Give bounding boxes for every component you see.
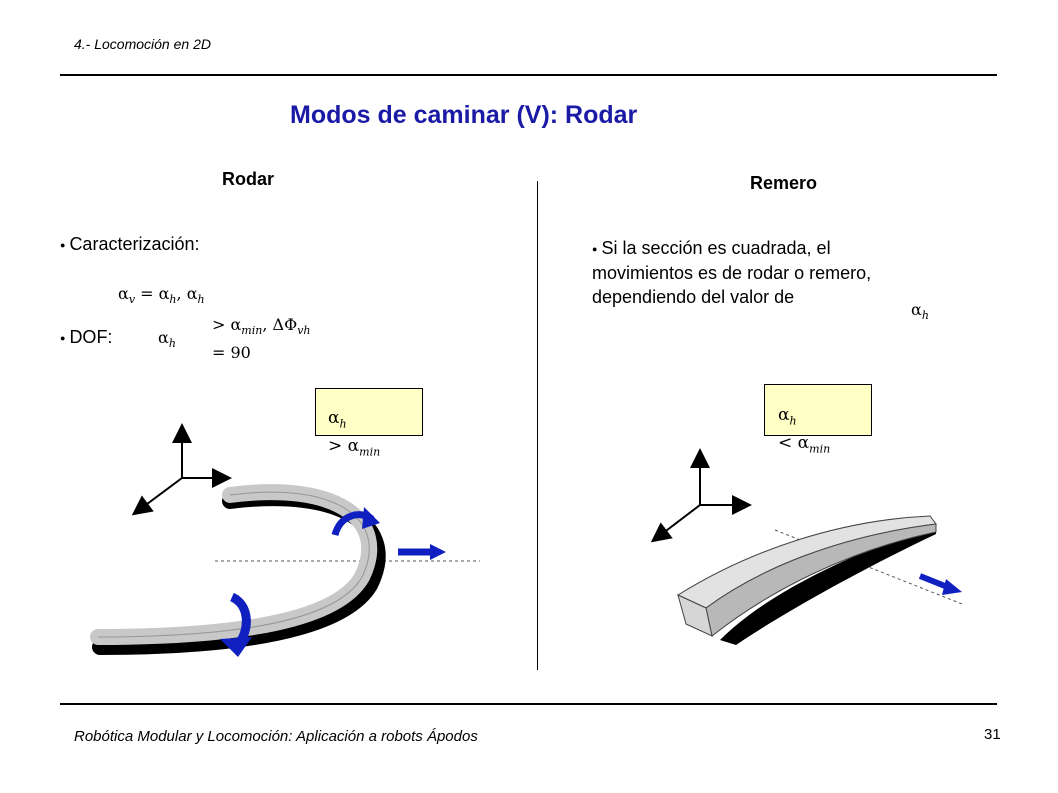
header-rule (60, 74, 997, 76)
forward-arrow (918, 573, 962, 595)
remero-text-line-1: ●Si la sección es cuadrada, el (592, 238, 831, 258)
bullet-dot: ● (60, 333, 66, 344)
section-label: 4.- Locomoción en 2D (74, 36, 211, 52)
column-divider (537, 181, 538, 670)
condition-box-right (764, 384, 872, 436)
equation-line-3: = 90 (212, 343, 251, 363)
coordinate-axes (650, 448, 752, 543)
coordinate-axes (131, 423, 232, 516)
bullet-dof: ●DOF: (60, 325, 112, 350)
bullet-dot: ● (60, 240, 66, 251)
rodar-heading: Rodar (222, 169, 275, 189)
page-title: Modos de caminar (V): Rodar (290, 101, 638, 129)
footer-rule (60, 703, 997, 705)
bullet-dot: ● (592, 244, 598, 255)
dof-alpha: αh (158, 328, 176, 351)
bullet-caracterizacion: ●Caracterización: (60, 232, 200, 257)
equation-line-2: > αmin, ΔΦvh (212, 315, 311, 338)
rowing-illustration (650, 448, 963, 645)
remero-alpha: αh (911, 300, 929, 323)
footer-text: Robótica Modular y Locomoción: Aplicació… (74, 728, 478, 745)
remero-heading: Remero (750, 173, 818, 193)
page-number: 31 (984, 726, 1001, 743)
forward-arrow (398, 544, 446, 560)
dof-label: DOF: (69, 327, 113, 347)
equation-block: αv = αh, αh > αmin, ΔΦvh = 90 (118, 283, 368, 364)
condition-left: αh > αmin (328, 408, 381, 459)
equation-line-1: αv = αh, αh (118, 284, 205, 307)
rolling-illustration (90, 423, 480, 657)
remero-text-line-3: dependiendo del valor de (592, 287, 795, 308)
segment-shadow (720, 526, 936, 645)
condition-box-left (315, 388, 423, 436)
remero-text-line-2: movimientos es de rodar o remero, (592, 263, 872, 284)
condition-right: αh < αmin (778, 405, 831, 456)
caracterizacion-label: Caracterización: (69, 234, 200, 254)
remero-text: ●Si la sección es cuadrada, el movimient… (592, 236, 982, 309)
